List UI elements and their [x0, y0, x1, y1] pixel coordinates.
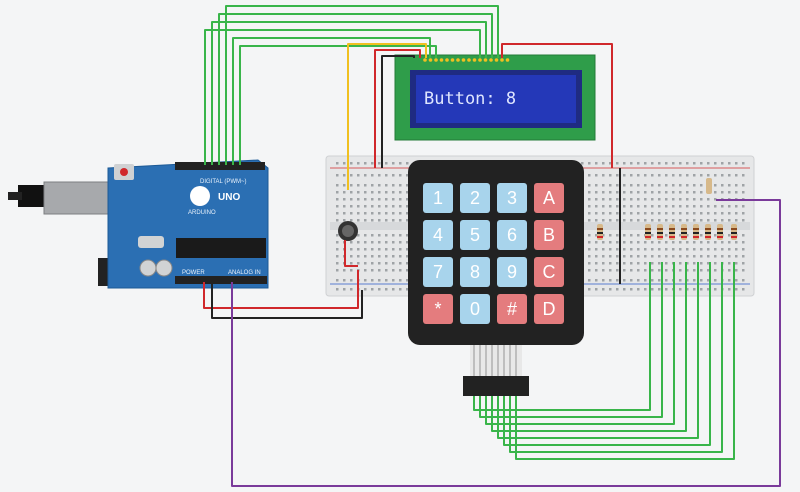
- keypad: 1 2 3 A 4 5 6 B 7 8 9 C * 0 # D: [408, 160, 584, 396]
- digital-label: DIGITAL (PWM~): [200, 179, 247, 185]
- key-label: 8: [470, 262, 480, 282]
- key-label: 5: [470, 225, 480, 245]
- key-*: *: [423, 294, 453, 324]
- brand-label: ARDUINO: [188, 210, 216, 216]
- wire: [501, 43, 613, 168]
- resistor: [717, 224, 723, 240]
- wire: [218, 13, 493, 165]
- lcd-screen: [416, 75, 576, 123]
- resistor: [693, 224, 699, 240]
- resistor: [705, 224, 711, 240]
- key-label: 0: [470, 299, 480, 319]
- key-label: 6: [507, 225, 517, 245]
- wire: [204, 29, 481, 165]
- resistors: [597, 178, 737, 240]
- wire: [232, 37, 431, 165]
- key-D: D: [534, 294, 564, 324]
- keypad-keys: 1 2 3 A 4 5 6 B 7 8 9 C * 0 # D: [423, 183, 564, 324]
- key-label: A: [543, 188, 555, 208]
- wire: [203, 270, 359, 309]
- atmega-chip: [176, 238, 266, 258]
- key-label: 7: [433, 262, 443, 282]
- key-A: A: [534, 183, 564, 213]
- key-label: C: [543, 262, 556, 282]
- key-3: 3: [497, 183, 527, 213]
- usb-plug: [18, 185, 46, 207]
- potentiometer: [338, 221, 358, 241]
- resistor: [657, 224, 663, 240]
- lcd-pins: [423, 58, 510, 62]
- key-6: 6: [497, 220, 527, 250]
- resistor: [645, 224, 651, 240]
- key-#: #: [497, 294, 527, 324]
- key-8: 8: [460, 257, 490, 287]
- key-label: 9: [507, 262, 517, 282]
- wire: [381, 55, 415, 168]
- model-label: UNO: [218, 192, 240, 203]
- key-label: 1: [433, 188, 443, 208]
- key-label: 4: [433, 225, 443, 245]
- resistor: [731, 224, 737, 240]
- wire: [239, 45, 437, 165]
- digital-header: [175, 162, 265, 170]
- arduino-logo: [190, 186, 210, 206]
- key-label: 2: [470, 188, 480, 208]
- resistor: [706, 178, 712, 194]
- key-label: D: [543, 299, 556, 319]
- key-2: 2: [460, 183, 490, 213]
- wire: [497, 262, 699, 439]
- analog-header: [175, 276, 267, 284]
- resistor: [669, 224, 675, 240]
- key-B: B: [534, 220, 564, 250]
- lcd-module: Button: 8: [394, 54, 596, 141]
- wire: [479, 262, 663, 418]
- arduino-board: UNO ARDUINO DIGITAL (PWM~) POWER ANALOG …: [8, 159, 269, 289]
- analog-label: ANALOG IN: [228, 270, 261, 276]
- key-label: B: [543, 225, 555, 245]
- lcd-text: Button: 8: [424, 89, 516, 109]
- wire: [344, 240, 358, 267]
- key-label: *: [434, 299, 441, 319]
- key-9: 9: [497, 257, 527, 287]
- wire: [515, 262, 735, 460]
- key-7: 7: [423, 257, 453, 287]
- key-1: 1: [423, 183, 453, 213]
- key-label: #: [507, 299, 517, 319]
- key-label: 3: [507, 188, 517, 208]
- key-4: 4: [423, 220, 453, 250]
- wire: [211, 282, 363, 319]
- wire: [503, 262, 711, 446]
- wire: [509, 262, 723, 453]
- keypad-ribbon: [473, 345, 517, 378]
- power-label: POWER: [182, 270, 205, 276]
- wire: [225, 5, 499, 165]
- wire: [211, 21, 487, 165]
- key-C: C: [534, 257, 564, 287]
- wire: [231, 199, 781, 487]
- wires: [203, 5, 781, 487]
- wire: [473, 262, 651, 411]
- wire: [491, 262, 687, 432]
- resistor: [597, 224, 603, 240]
- wire: [374, 49, 421, 168]
- key-0: 0: [460, 294, 490, 324]
- wire: [347, 43, 427, 190]
- keypad-connector: [463, 376, 529, 396]
- key-5: 5: [460, 220, 490, 250]
- wire: [485, 262, 675, 425]
- resistor: [681, 224, 687, 240]
